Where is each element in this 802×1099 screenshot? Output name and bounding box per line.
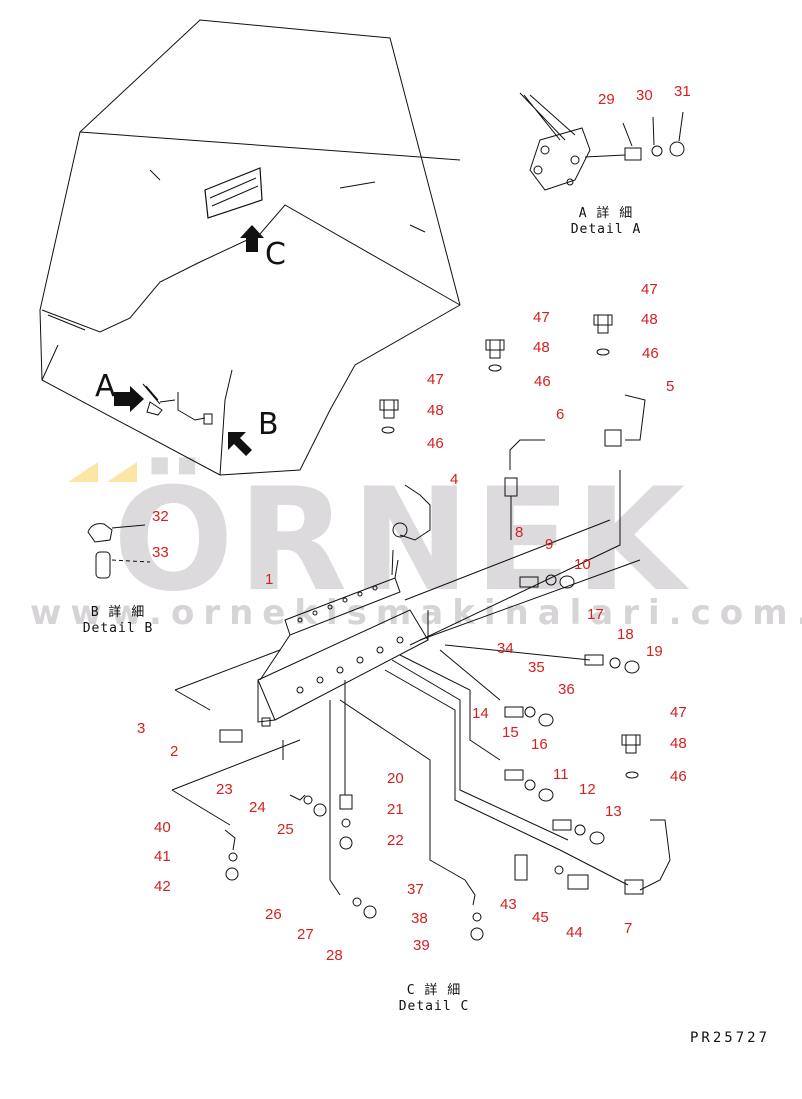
callout-5: 5 xyxy=(666,378,675,395)
callout-48: 48 xyxy=(427,402,444,419)
callout-47: 47 xyxy=(533,309,550,326)
manifold-block xyxy=(257,549,429,723)
callout-9: 9 xyxy=(545,536,554,553)
callout-29: 29 xyxy=(598,91,615,108)
callout-42: 42 xyxy=(154,878,171,895)
callout-11: 11 xyxy=(553,766,569,783)
callout-4: 4 xyxy=(450,471,459,488)
callout-16: 16 xyxy=(531,736,548,753)
pipes-and-leaders xyxy=(171,314,671,941)
watermark-accent-left xyxy=(68,462,98,482)
callout-48: 48 xyxy=(641,311,658,328)
callout-18: 18 xyxy=(617,626,634,643)
callout-35: 35 xyxy=(528,659,545,676)
detail-b-parts xyxy=(87,523,151,579)
callout-48: 48 xyxy=(670,735,687,752)
callout-43: 43 xyxy=(500,896,517,913)
callout-39: 39 xyxy=(413,937,430,954)
callout-36: 36 xyxy=(558,681,575,698)
callout-12: 12 xyxy=(579,781,596,798)
callout-14: 14 xyxy=(472,705,489,722)
callout-8: 8 xyxy=(515,524,524,541)
callout-2: 2 xyxy=(170,743,179,760)
callout-24: 24 xyxy=(249,799,266,816)
view-marker-b: B xyxy=(258,407,279,442)
callout-3: 3 xyxy=(137,720,146,737)
callout-46: 46 xyxy=(642,345,659,362)
callout-17: 17 xyxy=(587,606,604,623)
callout-41: 41 xyxy=(154,848,171,865)
view-marker-c: C xyxy=(265,237,286,272)
callout-19: 19 xyxy=(646,643,663,660)
callout-47: 47 xyxy=(641,281,658,298)
callout-10: 10 xyxy=(574,556,591,573)
callout-40: 40 xyxy=(154,819,171,836)
watermark-url: www.ornekismakinalari.com.tr xyxy=(30,593,802,633)
callout-44: 44 xyxy=(566,924,583,941)
callout-1: 1 xyxy=(265,571,274,588)
callout-27: 27 xyxy=(297,926,314,943)
detail-c-caption-en: Detail C xyxy=(398,999,470,1014)
detail-a-pedal-inline xyxy=(142,383,213,425)
watermark-accent-right xyxy=(107,462,137,482)
callout-28: 28 xyxy=(326,947,343,964)
callout-45: 45 xyxy=(532,909,549,926)
callout-13: 13 xyxy=(605,803,622,820)
callout-32: 32 xyxy=(152,508,169,525)
callout-33: 33 xyxy=(152,544,169,561)
callout-26: 26 xyxy=(265,906,282,923)
callout-23: 23 xyxy=(216,781,233,798)
callout-46: 46 xyxy=(534,373,551,390)
callout-20: 20 xyxy=(387,770,404,787)
callout-22: 22 xyxy=(387,832,404,849)
detail-b-caption-en: Detail B xyxy=(82,621,154,636)
detail-a-caption-jp: A 詳 細 xyxy=(578,206,634,221)
detail-c-caption-jp: C 詳 細 xyxy=(406,983,462,998)
drawing-code: PR25727 xyxy=(690,1030,771,1046)
view-arrows xyxy=(114,225,264,456)
callout-47: 47 xyxy=(427,371,444,388)
callout-7: 7 xyxy=(624,920,633,937)
cab-outline xyxy=(39,19,461,476)
view-marker-a: A xyxy=(95,369,116,404)
callout-37: 37 xyxy=(407,881,424,898)
callout-25: 25 xyxy=(277,821,294,838)
callout-21: 21 xyxy=(387,801,404,818)
detail-b-caption-jp: B 詳 細 xyxy=(90,605,146,620)
detail-b-caption: B 詳 細 Detail B xyxy=(78,605,158,637)
detail-a-valve xyxy=(519,92,685,191)
callout-46: 46 xyxy=(670,768,687,785)
detail-a-caption: A 詳 細 Detail A xyxy=(566,206,646,238)
callout-48: 48 xyxy=(533,339,550,356)
callout-47: 47 xyxy=(670,704,687,721)
detail-c-caption: C 詳 細 Detail C xyxy=(394,983,474,1015)
callout-31: 31 xyxy=(674,83,691,100)
callout-6: 6 xyxy=(556,406,565,423)
callout-30: 30 xyxy=(636,87,653,104)
callout-15: 15 xyxy=(502,724,519,741)
callout-34: 34 xyxy=(497,640,514,657)
detail-a-caption-en: Detail A xyxy=(570,222,642,237)
callout-38: 38 xyxy=(411,910,428,927)
callout-46: 46 xyxy=(427,435,444,452)
